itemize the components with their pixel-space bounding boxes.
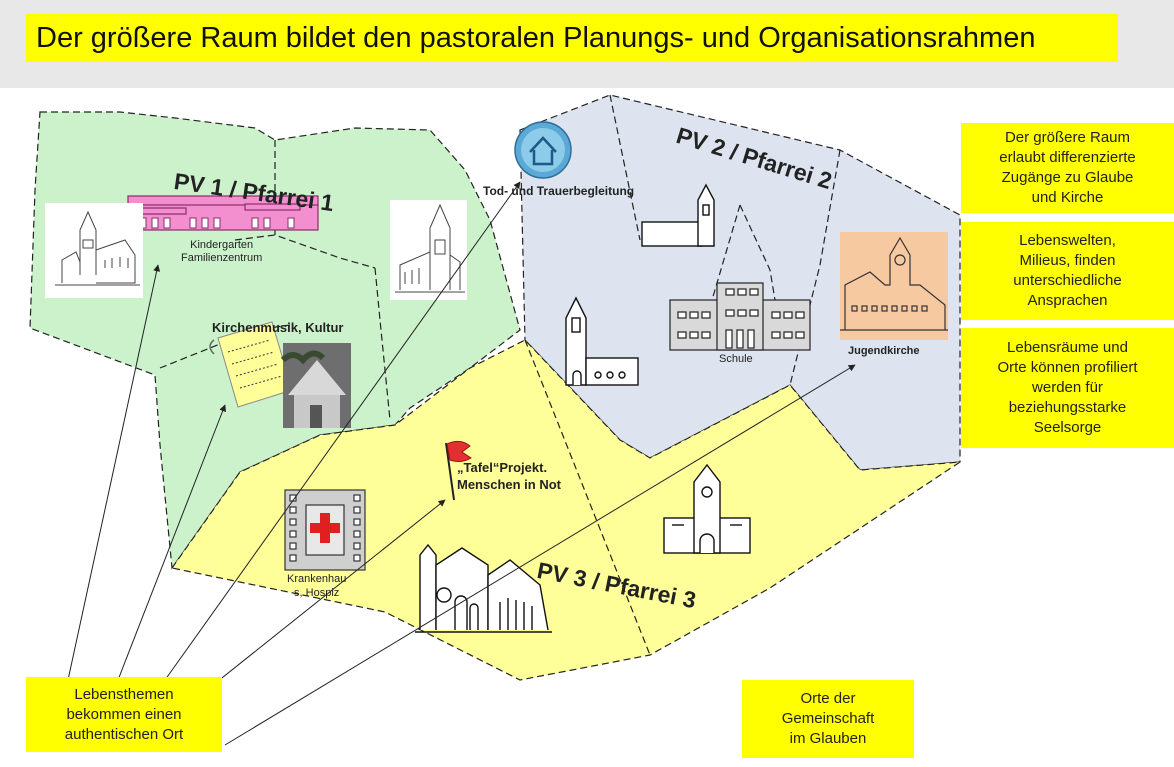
church-outline-pv2-top-icon xyxy=(641,183,715,247)
note-der-groessere-raum: Der größere Raum erlaubt differenzierte … xyxy=(961,123,1174,213)
note-lebensthemen-text: Lebensthemen bekommen einen authentische… xyxy=(64,685,184,743)
kindergarten-icon xyxy=(125,195,319,231)
church-outline-pv3-icon xyxy=(663,463,751,554)
title-box: Der größere Raum bildet den pastoralen P… xyxy=(26,14,1118,62)
label-kirchenmusik: Kirchenmusik, Kultur xyxy=(212,320,344,335)
note-lebensraeume-text: Lebensräume und Orte können profiliert w… xyxy=(997,339,1138,436)
arrows xyxy=(67,181,856,746)
note-der-groessere-raum-text: Der größere Raum erlaubt differenzierte … xyxy=(999,129,1136,206)
label-krankenhaus: Krankenhau s, Hospiz xyxy=(287,573,347,599)
note-lebensraeume: Lebensräume und Orte können profiliert w… xyxy=(961,328,1174,448)
note-orte-der-gemeinschaft: Orte der Gemeinschaft im Glauben xyxy=(742,680,914,758)
label-tafel: „Tafel“Projekt. Menschen in Not xyxy=(457,460,562,492)
chapel-photo-icon xyxy=(280,343,351,428)
hospital-icon xyxy=(284,489,366,571)
label-kindergarten: Kindergarten Familienzentrum xyxy=(181,239,263,264)
note-lebenswelten-text: Lebenswelten, Milieus, finden unterschie… xyxy=(1013,232,1122,309)
school-icon xyxy=(669,282,811,351)
home-circle-icon xyxy=(514,121,572,179)
note-orte-der-gemeinschaft-text: Orte der Gemeinschaft im Glauben xyxy=(781,690,875,747)
note-paper-icon xyxy=(209,321,293,408)
church-sketch-right-icon xyxy=(390,200,467,300)
church-sketch-left-icon xyxy=(45,203,143,298)
page-title: Der größere Raum bildet den pastoralen P… xyxy=(36,22,1036,54)
flag-icon xyxy=(445,440,472,501)
note-lebensthemen: Lebensthemen bekommen einen authentische… xyxy=(26,677,222,752)
region-pv3 xyxy=(170,339,963,681)
label-tod-trauer: Tod- und Trauerbegleitung xyxy=(483,184,635,198)
label-schule: Schule xyxy=(719,353,753,365)
church-outline-pv2-left-icon xyxy=(565,296,639,386)
note-lebenswelten: Lebenswelten, Milieus, finden unterschie… xyxy=(961,222,1174,320)
jugendkirche-icon xyxy=(840,232,948,340)
label-jugendkirche: Jugendkirche xyxy=(848,345,920,357)
